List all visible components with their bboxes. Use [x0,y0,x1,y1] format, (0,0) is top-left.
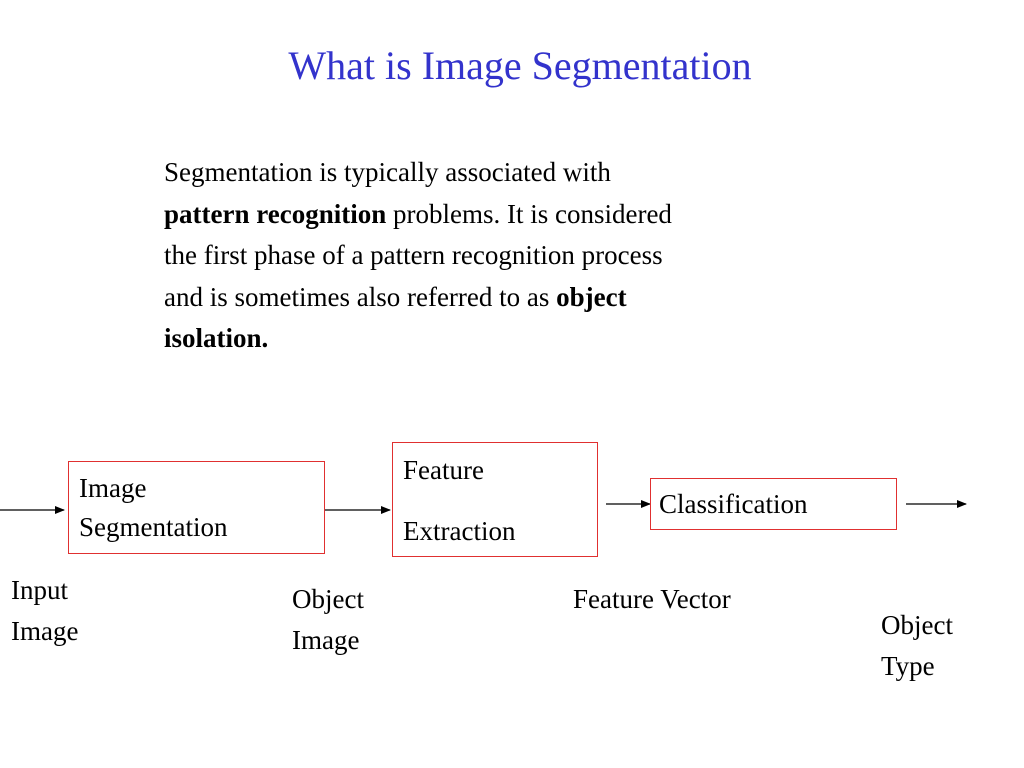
paragraph-line-4: and is sometimes also referred to as [164,281,557,312]
paragraph-line-1: Segmentation is typically associated wit… [164,157,611,187]
object-image-label-1: Object [292,584,364,614]
feature-extraction-box [392,442,598,557]
feature-vector-label: Feature Vector [573,584,731,614]
input-image-label-2: Image [11,616,79,646]
bold-term-pattern-recognition: pattern recognition [164,198,387,229]
classification-box [650,478,897,530]
object-image-label-2: Image [292,625,360,655]
input-image-label-1: Input [11,575,68,605]
object-type-label-2: Type [881,651,935,681]
image-segmentation-box [68,461,325,554]
feature-extraction-label-1: Feature [403,455,484,485]
slide-title: What is Image Segmentation [288,43,752,88]
paragraph-line-2: problems. It is considered [386,198,672,229]
image-segmentation-label-1: Image [79,473,147,503]
feature-extraction-label-2: Extraction [403,516,516,546]
classification-label: Classification [659,489,808,519]
object-type-label-1: Object [881,610,953,640]
bold-term-object: object [556,281,627,312]
image-segmentation-label-2: Segmentation [79,512,228,542]
description-paragraph: Segmentation is typically associated wit… [164,152,824,360]
bold-term-isolation: isolation. [164,323,269,353]
paragraph-line-3: the first phase of a pattern recognition… [164,240,663,270]
